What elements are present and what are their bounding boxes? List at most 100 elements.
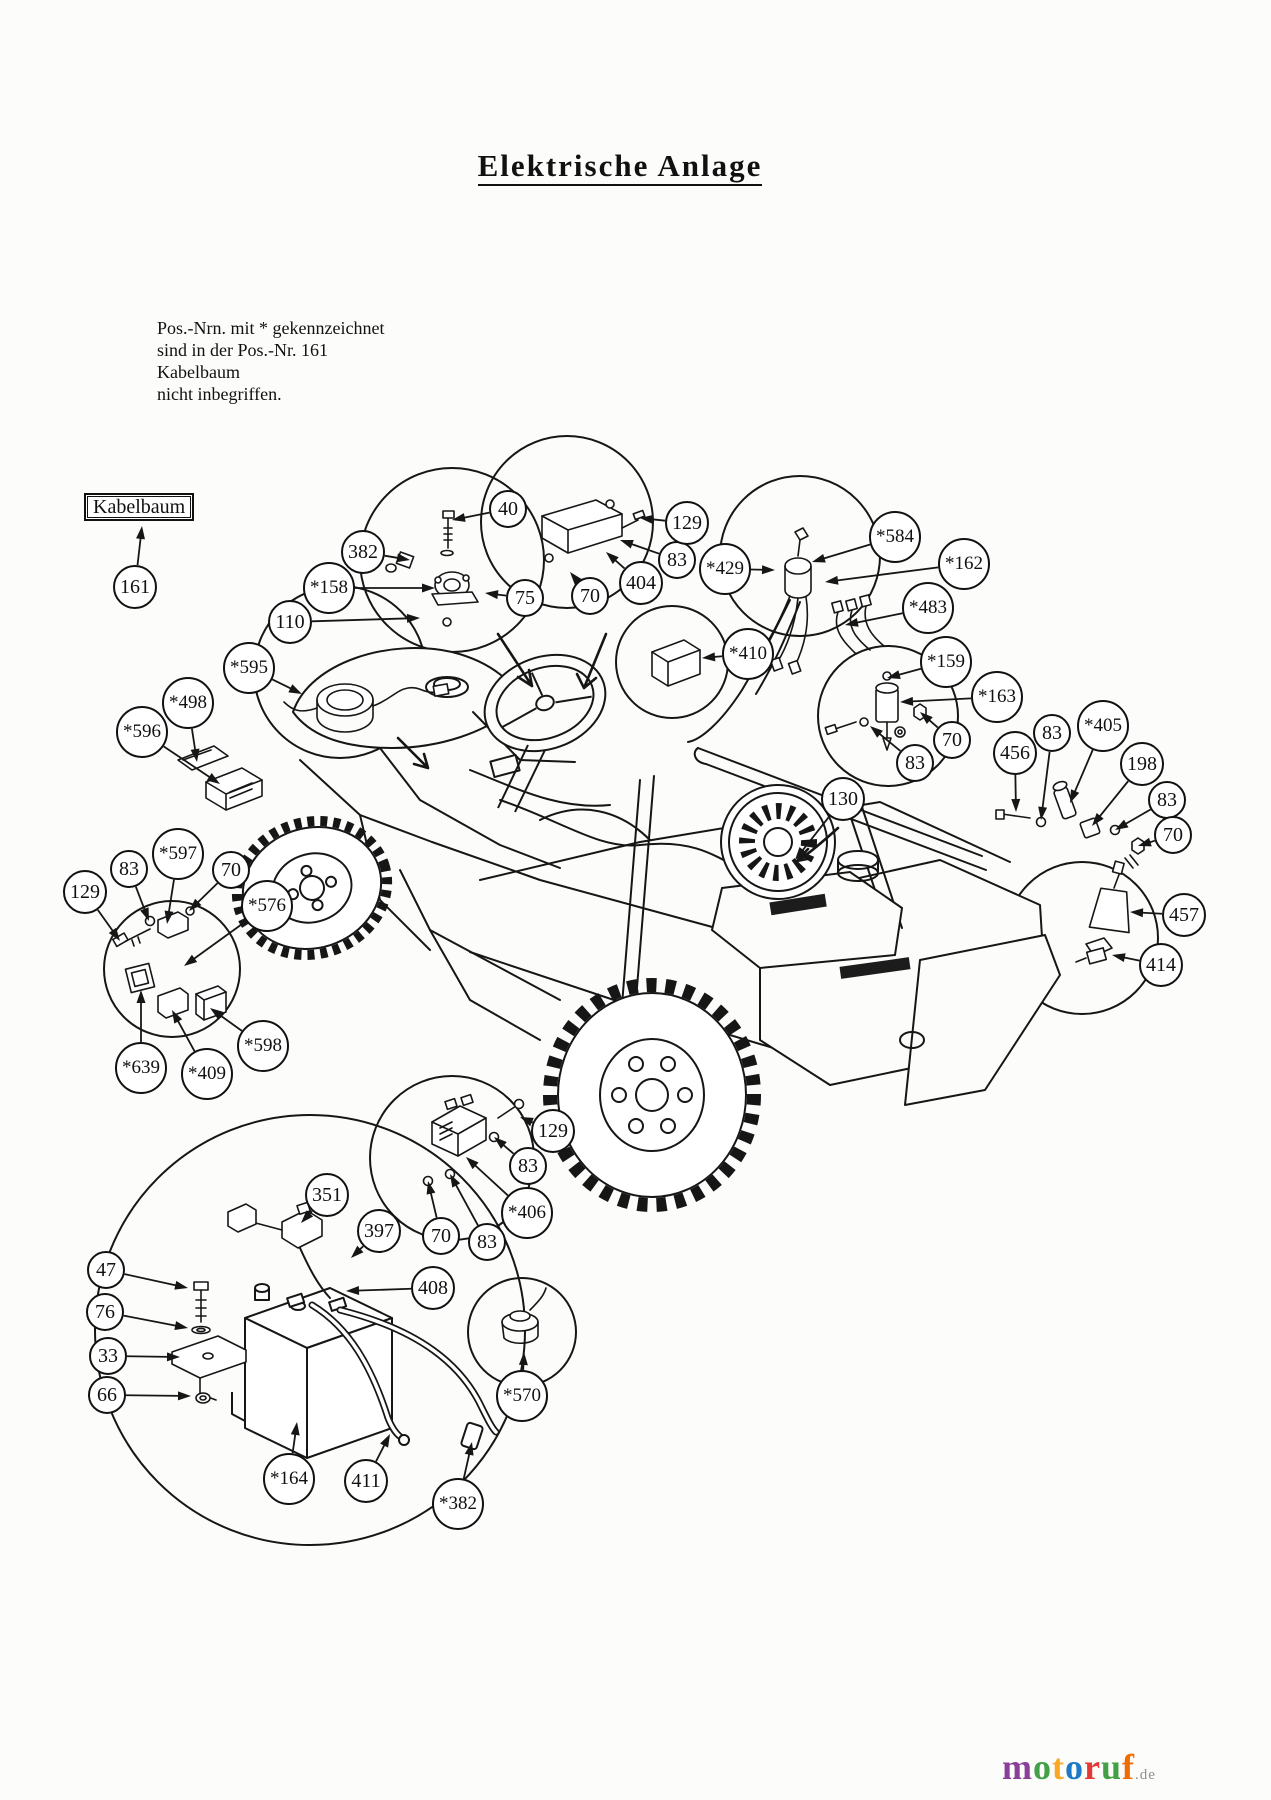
- mower-body: [292, 599, 1061, 1106]
- callout-83: 83: [110, 850, 148, 888]
- page-title: Elektrische Anlage: [0, 148, 1240, 186]
- leader-arrowhead: [570, 572, 582, 585]
- leader-arrowhead: [166, 1352, 180, 1362]
- callout-382: 382: [341, 530, 385, 574]
- leader-arrowhead: [108, 927, 120, 941]
- leader-arrowhead: [1038, 806, 1048, 820]
- leader-line: [136, 535, 142, 566]
- callout-457: 457: [1162, 893, 1206, 937]
- callout-star-409: *409: [181, 1048, 233, 1100]
- leader-arrowhead: [140, 907, 149, 921]
- callout-star-405: *405: [1077, 700, 1129, 752]
- callout-star-498: *498: [162, 677, 214, 729]
- callout-star-163: *163: [971, 671, 1023, 723]
- leader-arrowhead: [290, 1422, 300, 1436]
- leader-arrowhead: [900, 696, 914, 706]
- leader-arrowhead: [1070, 789, 1080, 803]
- callout-70: 70: [571, 577, 609, 615]
- leader-arrowhead: [301, 1210, 314, 1223]
- leader-arrowhead: [795, 847, 807, 860]
- callout-star-406: *406: [501, 1187, 553, 1239]
- leader-arrowhead: [406, 613, 420, 623]
- leader-arrowhead: [396, 553, 410, 563]
- callout-star-164: *164: [263, 1453, 315, 1505]
- leader-arrowhead: [606, 552, 619, 564]
- leader-arrowhead: [380, 1434, 390, 1448]
- leader-arrowhead: [887, 670, 901, 679]
- leader-arrowhead: [1115, 819, 1129, 830]
- callout-414: 414: [1139, 943, 1183, 987]
- front-wheel: [231, 815, 393, 961]
- leader-line: [176, 1018, 196, 1052]
- leader-arrowhead: [346, 1286, 360, 1296]
- leader-arrowhead: [1092, 813, 1104, 826]
- callout-110: 110: [268, 600, 312, 644]
- callout-83: 83: [468, 1223, 506, 1261]
- leader-arrowhead: [825, 575, 839, 585]
- legend-note-line: Kabelbaum: [157, 361, 240, 382]
- callout-star-595: *595: [223, 642, 275, 694]
- callout-leaders: [97, 511, 1163, 1479]
- leader-line: [124, 1273, 179, 1287]
- callout-70: 70: [933, 721, 971, 759]
- callout-130: 130: [821, 777, 865, 821]
- leader-arrowhead: [466, 1157, 479, 1170]
- callout-star-158: *158: [303, 562, 355, 614]
- leader-line: [191, 920, 247, 961]
- motoruf-logo: motoruf.de: [1002, 1746, 1156, 1788]
- leader-line: [291, 1431, 297, 1454]
- leader-arrowhead: [761, 565, 775, 575]
- leader-line: [629, 542, 660, 555]
- leader-line: [123, 1314, 179, 1327]
- leader-arrowhead: [190, 748, 200, 762]
- leader-arrowhead: [422, 583, 435, 593]
- leader-arrowhead: [452, 513, 466, 522]
- leader-line: [1041, 751, 1051, 811]
- leader-arrowhead: [845, 617, 859, 627]
- leader-line: [1073, 749, 1094, 795]
- motoruf-domain-suffix: .de: [1135, 1767, 1156, 1783]
- callout-198: 198: [1120, 742, 1164, 786]
- leader-line: [134, 886, 147, 912]
- callout-456: 456: [993, 731, 1037, 775]
- leader-line: [217, 1013, 243, 1032]
- leader-line: [97, 909, 115, 934]
- leader-arrowhead: [640, 514, 654, 524]
- leader-line: [195, 882, 219, 905]
- leader-line: [375, 1442, 387, 1462]
- callout-33: 33: [89, 1337, 127, 1375]
- leader-line: [311, 617, 411, 623]
- leader-arrowhead: [174, 1280, 188, 1290]
- callout-411: 411: [344, 1459, 388, 1503]
- callout-404: 404: [619, 561, 663, 605]
- legend-note-line: sind in der Pos.-Nr. 161: [157, 339, 328, 360]
- callout-star-382: *382: [432, 1478, 484, 1530]
- leader-line: [125, 1394, 182, 1397]
- leader-line: [461, 511, 490, 519]
- callout-star-570: *570: [496, 1370, 548, 1422]
- leader-arrowhead: [464, 1442, 474, 1456]
- legend-note: Pos.-Nrn. mit * gekennzeichnet sind in d…: [157, 318, 384, 406]
- leader-line: [1121, 956, 1140, 962]
- callout-star-483: *483: [902, 582, 954, 634]
- leader-line: [800, 815, 831, 853]
- callout-star-162: *162: [938, 538, 990, 590]
- leader-line: [1097, 780, 1129, 819]
- callout-star-639: *639: [115, 1042, 167, 1094]
- legend-note-line: Pos.-Nrn. mit * gekennzeichnet: [157, 318, 385, 338]
- leader-line: [909, 697, 972, 703]
- leader-arrowhead: [620, 540, 634, 549]
- leader-line: [429, 1190, 438, 1218]
- callout-70: 70: [212, 851, 250, 889]
- callout-star-597: *597: [152, 828, 204, 880]
- leader-arrowhead: [210, 1008, 224, 1020]
- leader-arrowhead: [172, 1010, 183, 1024]
- leader-arrowhead: [812, 553, 826, 563]
- leader-arrowhead: [920, 712, 933, 724]
- leader-line: [821, 543, 871, 560]
- callout-397: 397: [357, 1209, 401, 1253]
- leader-line: [453, 1182, 479, 1226]
- leader-arrowhead: [1138, 837, 1152, 847]
- leader-arrowhead: [494, 1137, 507, 1149]
